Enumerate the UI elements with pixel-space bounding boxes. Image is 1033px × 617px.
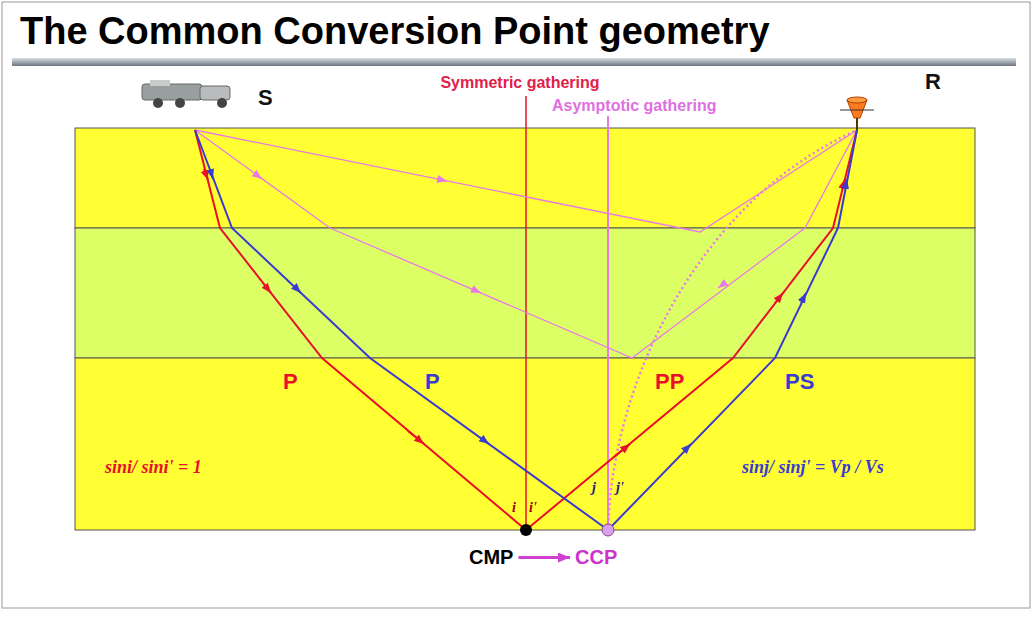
wave-label: P — [425, 370, 440, 394]
angle-label: i' — [529, 500, 537, 515]
ccp-label: CCP — [572, 545, 620, 570]
asymmetric-line — [607, 116, 609, 530]
wave-label: PS — [785, 370, 814, 394]
title-bar — [12, 58, 1016, 66]
ccp-dot — [602, 524, 614, 536]
node-text: CCP — [575, 546, 617, 569]
cmp-label: CMP — [466, 545, 516, 570]
receiver-geophone — [840, 97, 874, 130]
gathering-label: Asymptotic gathering — [552, 97, 716, 115]
snell-equation: sini/ sini' = 1 — [105, 458, 202, 478]
middle-layer — [75, 228, 975, 358]
source-truck — [142, 80, 230, 108]
bottom-layer — [75, 358, 975, 530]
cmp-dot — [520, 524, 532, 536]
snell-equation: sinj/ sinj' = Vp / Vs — [742, 458, 884, 478]
gathering-label: Symmetric gathering — [440, 74, 599, 92]
wave-label: P — [283, 370, 298, 394]
angle-label: j' — [616, 480, 624, 495]
conversion-arrow — [518, 556, 570, 559]
wave-label: PP — [655, 370, 684, 394]
angle-label: j — [592, 480, 596, 495]
node-text: CMP — [469, 546, 513, 569]
outer-frame — [2, 2, 1030, 608]
source-label: S — [258, 86, 273, 110]
angle-label: i — [512, 500, 516, 515]
diagram-title: The Common Conversion Point geometry — [20, 10, 770, 53]
receiver-label: R — [925, 70, 941, 94]
